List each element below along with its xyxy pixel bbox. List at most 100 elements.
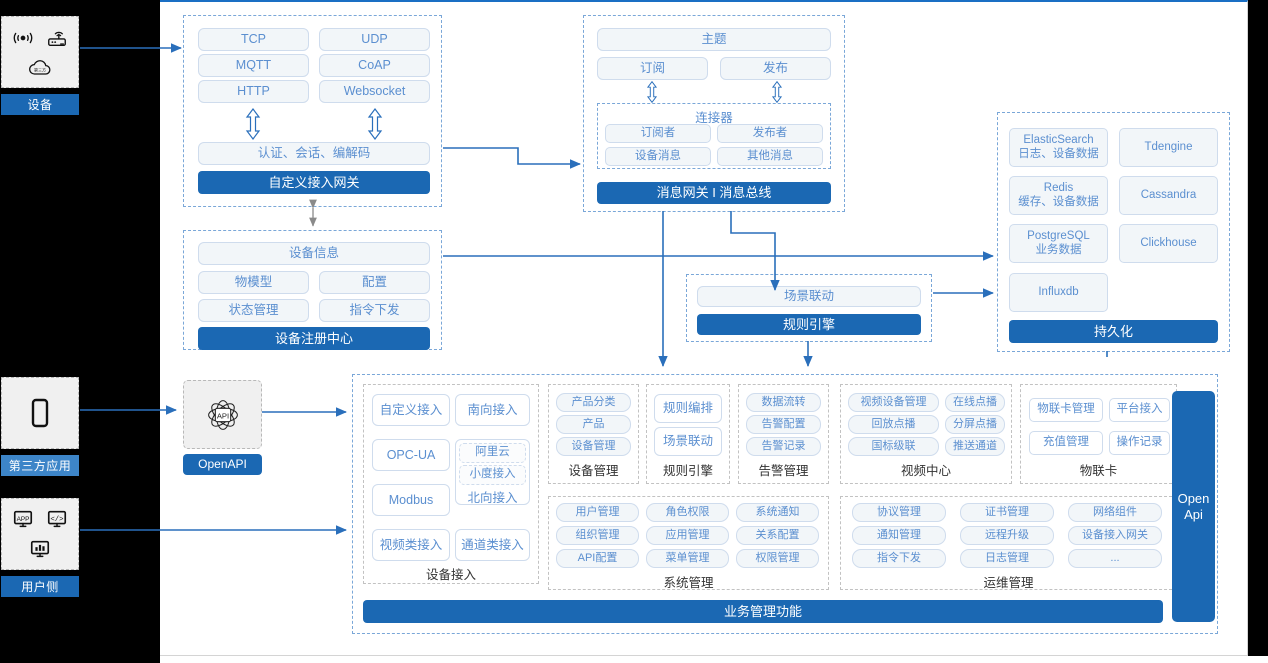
chip-relation-config[interactable]: 关系配置 (736, 526, 819, 545)
bar-persistence[interactable]: 持久化 (1009, 320, 1218, 343)
bar-openapi[interactable]: OpenAPI (183, 454, 262, 475)
chip-notification-management[interactable]: 通知管理 (852, 526, 946, 545)
chip-certificate-management[interactable]: 证书管理 (960, 503, 1054, 522)
bar-rule-engine[interactable]: 规则引擎 (697, 314, 921, 335)
chip-scene-linkage[interactable]: 场景联动 (697, 286, 921, 307)
chip-clickhouse[interactable]: Clickhouse (1119, 224, 1218, 263)
chip-postgresql[interactable]: PostgreSQL 业务数据 (1009, 224, 1108, 263)
chip-alarm-record[interactable]: 告警记录 (746, 437, 821, 456)
bar-open-api-vertical[interactable]: Open Api (1172, 391, 1215, 622)
chip-operation-log[interactable]: 操作记录 (1109, 431, 1170, 455)
chip-state-management[interactable]: 状态管理 (198, 299, 309, 322)
group-business-functions (352, 374, 1218, 634)
chip-subscriber[interactable]: 订阅者 (605, 124, 711, 143)
chip-network-component[interactable]: 网络组件 (1068, 503, 1162, 522)
chip-role-permission[interactable]: 角色权限 (646, 503, 729, 522)
chip-remote-upgrade[interactable]: 远程升级 (960, 526, 1054, 545)
chip-device-message[interactable]: 设备消息 (605, 147, 711, 166)
chip-more-ops[interactable]: ... (1068, 549, 1162, 568)
chip-scene-linkage-biz[interactable]: 场景联动 (654, 427, 722, 456)
chip-product-category[interactable]: 产品分类 (556, 393, 631, 412)
chip-org-management[interactable]: 组织管理 (556, 526, 639, 545)
chip-recharge-management[interactable]: 充值管理 (1029, 431, 1103, 455)
chip-video-device-management[interactable]: 视频设备管理 (848, 393, 939, 412)
chip-playback-vod[interactable]: 回放点播 (848, 415, 939, 434)
caption-iot-card: 物联卡 (1079, 463, 1118, 478)
chip-alarm-config[interactable]: 告警配置 (746, 415, 821, 434)
group-alarm-management (738, 384, 829, 484)
chip-cassandra[interactable]: Cassandra (1119, 176, 1218, 215)
chip-device-management[interactable]: 设备管理 (556, 437, 631, 456)
actor-user-side-label: 用户侧 (1, 576, 79, 597)
group-rule-engine (686, 274, 932, 342)
group-connector: 连接器 (597, 103, 831, 169)
api-atom-icon: API (207, 399, 238, 430)
chip-gb-cascade[interactable]: 国标级联 (848, 437, 939, 456)
chip-user-management[interactable]: 用户管理 (556, 503, 639, 522)
router-icon (48, 31, 66, 46)
chip-command-dispatch-ops[interactable]: 指令下发 (852, 549, 946, 568)
chip-device-info[interactable]: 设备信息 (198, 242, 430, 265)
chip-protocol-management[interactable]: 协议管理 (852, 503, 946, 522)
chip-product[interactable]: 产品 (556, 415, 631, 434)
chip-mqtt[interactable]: MQTT (198, 54, 309, 77)
chip-tdengine[interactable]: Tdengine (1119, 128, 1218, 167)
bar-device-registry-center[interactable]: 设备注册中心 (198, 327, 430, 350)
chip-auth-session-codec[interactable]: 认证、会话、编解码 (198, 142, 430, 165)
chip-aliyun[interactable]: 阿里云 (459, 443, 526, 463)
chip-app-management[interactable]: 应用管理 (646, 526, 729, 545)
group-system-management (548, 496, 829, 590)
double-arrow-vertical-icon (245, 108, 261, 140)
chip-rule-orchestration[interactable]: 规则编排 (654, 394, 722, 423)
chip-topic[interactable]: 主题 (597, 28, 831, 51)
chip-coap[interactable]: CoAP (319, 54, 430, 77)
chip-online-vod[interactable]: 在线点播 (945, 393, 1005, 412)
chip-subscribe[interactable]: 订阅 (597, 57, 708, 80)
chip-websocket[interactable]: Websocket (319, 80, 430, 103)
device-icon-box: 第三方 (1, 16, 79, 88)
chip-platform-access[interactable]: 平台接入 (1109, 398, 1170, 422)
chip-tcp[interactable]: TCP (198, 28, 309, 51)
chip-channel-access[interactable]: 通道类接入 (455, 529, 530, 561)
svg-text:</>: </> (50, 516, 63, 524)
diagram-canvas: TCP UDP MQTT CoAP HTTP Websocket 认证、会话、编… (160, 0, 1248, 656)
chip-influxdb[interactable]: Influxdb (1009, 273, 1108, 312)
group-persistence (997, 112, 1230, 352)
chip-publisher[interactable]: 发布者 (717, 124, 823, 143)
chip-push-channel[interactable]: 推送通道 (945, 437, 1005, 456)
group-message-gateway (583, 15, 845, 212)
chip-device-access-gateway[interactable]: 设备接入网关 (1068, 526, 1162, 545)
chip-udp[interactable]: UDP (319, 28, 430, 51)
bar-business-management-functions[interactable]: 业务管理功能 (363, 600, 1163, 623)
chip-log-management[interactable]: 日志管理 (960, 549, 1054, 568)
chip-video-access[interactable]: 视频类接入 (372, 529, 450, 561)
chip-split-screen-vod[interactable]: 分屏点播 (945, 415, 1005, 434)
bar-message-gateway-bus[interactable]: 消息网关 I 消息总线 (597, 182, 831, 204)
chip-data-flow[interactable]: 数据流转 (746, 393, 821, 412)
chip-iot-card-management[interactable]: 物联卡管理 (1029, 398, 1103, 422)
chip-northbound-access[interactable]: 北向接入 (467, 490, 518, 505)
chip-http[interactable]: HTTP (198, 80, 309, 103)
mobile-phone-icon (31, 398, 49, 428)
chip-xiaodu-access[interactable]: 小度接入 (459, 465, 526, 485)
chip-southbound-access[interactable]: 南向接入 (455, 394, 530, 426)
chip-configuration[interactable]: 配置 (319, 271, 430, 294)
chip-menu-management[interactable]: 菜单管理 (646, 549, 729, 568)
group-rule-engine-functions (646, 384, 730, 484)
chip-other-message[interactable]: 其他消息 (717, 147, 823, 166)
chip-custom-access[interactable]: 自定义接入 (372, 394, 450, 426)
chip-permission-management[interactable]: 权限管理 (736, 549, 819, 568)
actor-third-party-app-label: 第三方应用 (1, 455, 79, 476)
chip-publish[interactable]: 发布 (720, 57, 831, 80)
bar-custom-access-gateway[interactable]: 自定义接入网关 (198, 171, 430, 194)
chip-opc-ua[interactable]: OPC-UA (372, 439, 450, 471)
chip-command-dispatch[interactable]: 指令下发 (319, 299, 430, 322)
chip-modbus[interactable]: Modbus (372, 484, 450, 516)
chip-redis[interactable]: Redis 缓存、设备数据 (1009, 176, 1108, 215)
third-party-icon-box (1, 377, 79, 449)
chip-elasticsearch[interactable]: ElasticSearch 日志、设备数据 (1009, 128, 1108, 167)
chip-system-notification[interactable]: 系统通知 (736, 503, 819, 522)
actor-third-party-app: 第三方应用 (1, 377, 79, 476)
chip-api-config[interactable]: API配置 (556, 549, 639, 568)
chip-thing-model[interactable]: 物模型 (198, 271, 309, 294)
